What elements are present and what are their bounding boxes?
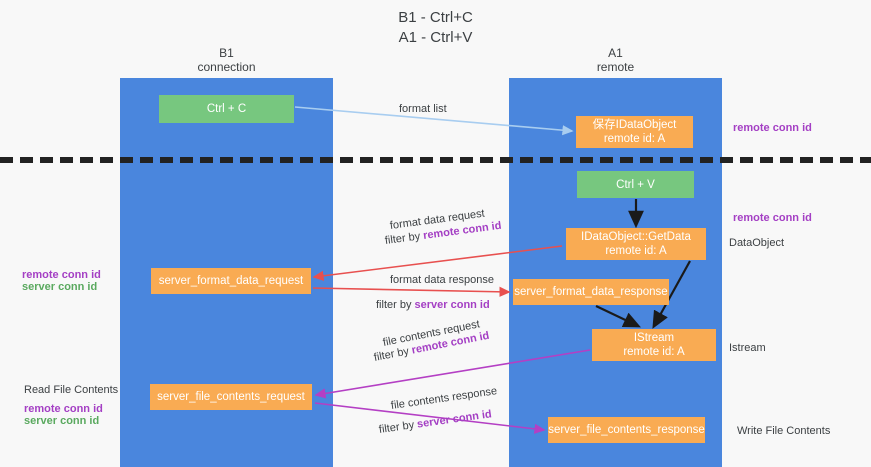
side-label-left-server-conn-id-1: server conn id <box>22 281 98 293</box>
node-server-file-contents-request-label: server_file_contents_request <box>157 391 305 403</box>
filter-key-server-conn-id: server conn id <box>414 299 490 311</box>
node-server-file-contents-request[interactable]: server_file_contents_request <box>150 384 312 410</box>
side-label-istream: Istream <box>729 342 766 354</box>
lane-header-a1-sub: remote <box>596 60 635 74</box>
node-istream[interactable]: IStream remote id: A <box>592 329 716 361</box>
node-ctrl-v[interactable]: Ctrl + V <box>577 171 694 198</box>
node-ctrl-v-label: Ctrl + V <box>616 178 655 191</box>
edge-label-format-data-response: format data response <box>390 274 494 286</box>
node-idataobject[interactable]: 保存IDataObject remote id: A <box>576 116 693 148</box>
edge-label-format-list: format list <box>399 103 447 115</box>
node-server-format-data-request-label: server_format_data_request <box>158 275 304 287</box>
node-idataobject-line1: 保存IDataObject <box>592 119 677 131</box>
node-ctrl-c[interactable]: Ctrl + C <box>159 95 294 123</box>
side-label-dataobject: DataObject <box>729 237 785 249</box>
side-label-remote-conn-id-top: remote conn id <box>733 122 812 134</box>
node-ctrl-c-label: Ctrl + C <box>206 103 247 115</box>
side-label-left-remote-conn-id-2: remote conn id <box>24 403 103 415</box>
side-label-remote-conn-id-mid: remote conn id <box>733 212 812 224</box>
lane-header-b1-sub: connection <box>197 60 256 74</box>
edge-label-format-data-response-filter: filter by server conn id <box>376 298 490 312</box>
page-title-line1: B1 - Ctrl+C <box>398 9 473 26</box>
node-getdata-line1: IDataObject::GetData <box>581 231 691 243</box>
node-idataobject-getdata[interactable]: IDataObject::GetData remote id: A <box>566 228 706 260</box>
node-server-format-data-response[interactable]: server_format_data_response <box>513 279 669 305</box>
side-label-left-remote-conn-id-1: remote conn id <box>22 269 101 281</box>
lane-header-a1: A1 remote <box>509 46 722 74</box>
node-server-file-contents-response-label: server_file_contents_response <box>548 424 705 436</box>
page-title: B1 - Ctrl+C A1 - Ctrl+V <box>0 8 871 48</box>
node-server-format-data-request[interactable]: server_format_data_request <box>151 268 311 294</box>
filter-prefix: filter by <box>372 344 413 364</box>
node-server-file-contents-response[interactable]: server_file_contents_response <box>548 417 705 443</box>
section-divider <box>0 157 871 163</box>
lane-header-b1: B1 connection <box>120 46 333 74</box>
node-idataobject-line2: remote id: A <box>603 133 666 145</box>
node-istream-line2: remote id: A <box>623 346 685 358</box>
node-istream-line1: IStream <box>633 332 675 344</box>
filter-prefix: filter by <box>378 418 418 436</box>
filter-key-server-conn-id: server conn id <box>416 408 493 431</box>
page-title-line2: A1 - Ctrl+V <box>398 29 473 46</box>
node-server-format-data-response-label: server_format_data_response <box>514 286 668 298</box>
arrow-format-data-response <box>312 286 511 297</box>
filter-prefix: filter by <box>376 299 415 311</box>
side-label-write-file-contents: Write File Contents <box>737 425 831 437</box>
side-label-read-file-contents: Read File Contents <box>24 384 119 396</box>
lane-header-a1-name: A1 <box>608 46 623 60</box>
node-getdata-line2: remote id: A <box>605 245 667 257</box>
filter-prefix: filter by <box>384 230 424 247</box>
side-label-left-server-conn-id-2: server conn id <box>24 415 100 427</box>
lane-header-b1-name: B1 <box>219 46 234 60</box>
